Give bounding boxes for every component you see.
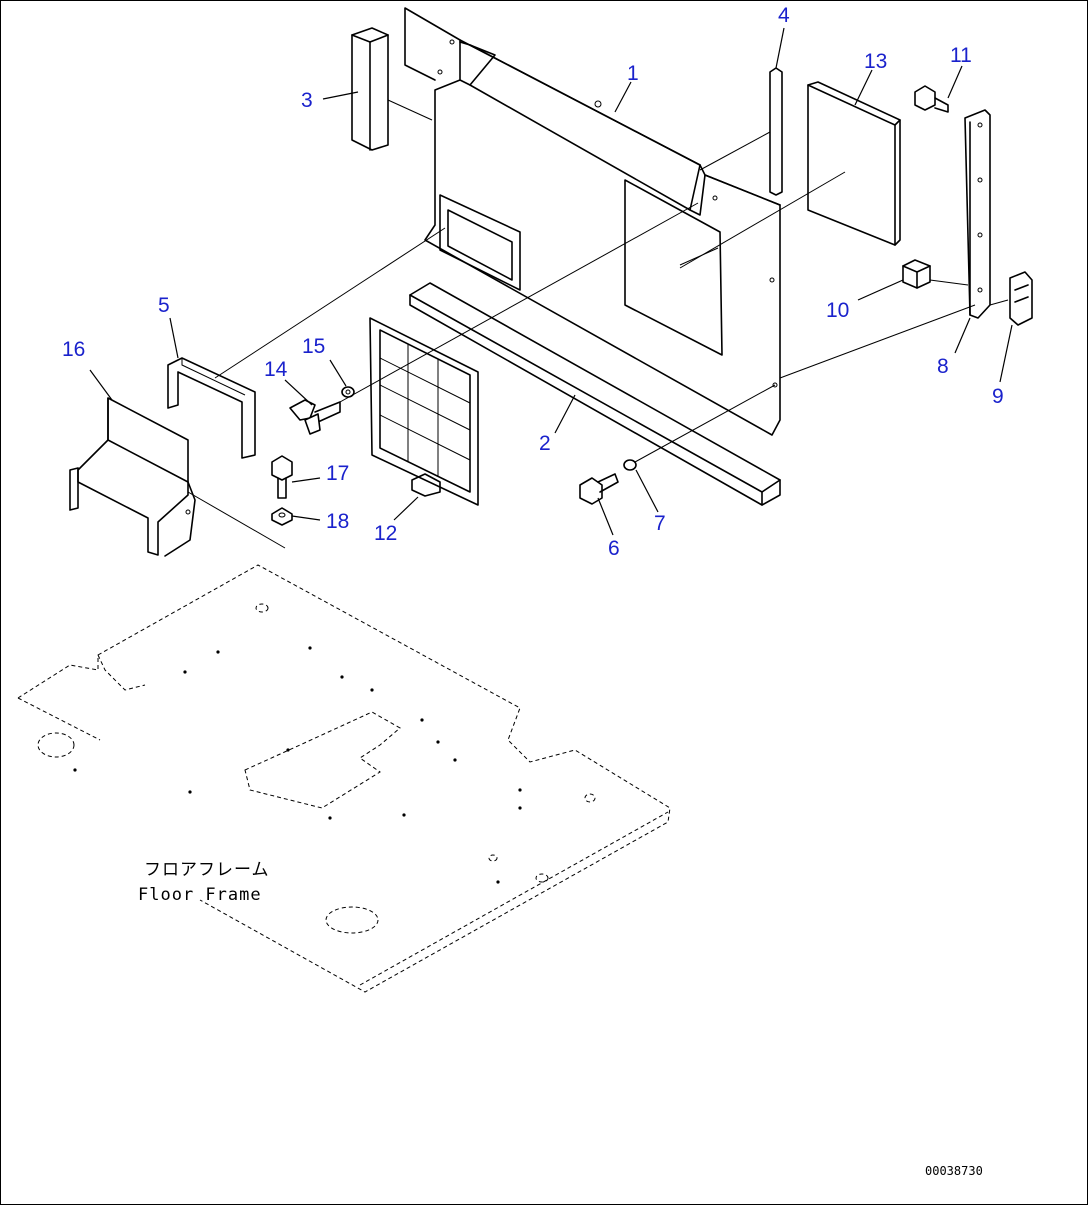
callout-2: 2	[539, 432, 551, 455]
part-13-pad	[807, 81, 901, 246]
callout-17: 17	[326, 462, 349, 485]
callout-5: 5	[158, 294, 170, 317]
part-10-block	[902, 259, 931, 289]
floor-frame	[17, 564, 671, 993]
callout-6: 6	[608, 537, 620, 560]
callout-1: 1	[627, 62, 639, 85]
callout-15: 15	[302, 335, 325, 358]
callout-8: 8	[937, 355, 949, 378]
callout-16: 16	[62, 338, 85, 361]
part-16-cover	[69, 397, 196, 557]
part-7-washer	[623, 459, 637, 471]
part-6-bolt	[579, 473, 619, 505]
part-3-block	[351, 27, 389, 151]
callout-13: 13	[864, 50, 887, 73]
callout-14: 14	[264, 358, 288, 381]
part-18-nut	[271, 507, 293, 526]
callout-12: 12	[374, 522, 397, 545]
floor-frame-label-jp: フロアフレーム	[144, 860, 270, 880]
callout-10: 10	[826, 299, 849, 322]
callout-18: 18	[326, 510, 349, 533]
assembly-lines	[187, 99, 1009, 549]
callout-7: 7	[654, 512, 666, 535]
drawing-code: 00038730	[925, 1164, 983, 1178]
part-9-latch	[1009, 271, 1033, 326]
floor-frame-label-en: Floor Frame	[138, 885, 262, 905]
part-4-strip	[769, 67, 783, 196]
part-2-lower-bar	[409, 282, 781, 506]
callout-4: 4	[778, 4, 790, 27]
callout-3: 3	[301, 89, 313, 112]
callout-11: 11	[950, 44, 972, 67]
part-12-grille	[369, 317, 479, 506]
part-1-main-panel	[404, 7, 781, 436]
part-14-wing-bolt	[289, 399, 341, 435]
part-5-bracket	[167, 357, 256, 459]
part-8-rail	[964, 109, 991, 319]
leader-lines	[89, 27, 1013, 536]
callout-labels: 1 2 3 4 5 6 7 8 9 10 11 12 13 14 15 16 1…	[62, 4, 1004, 560]
callout-9: 9	[992, 385, 1004, 408]
part-17-bolt	[271, 455, 293, 499]
part-11-bolt	[914, 85, 949, 113]
